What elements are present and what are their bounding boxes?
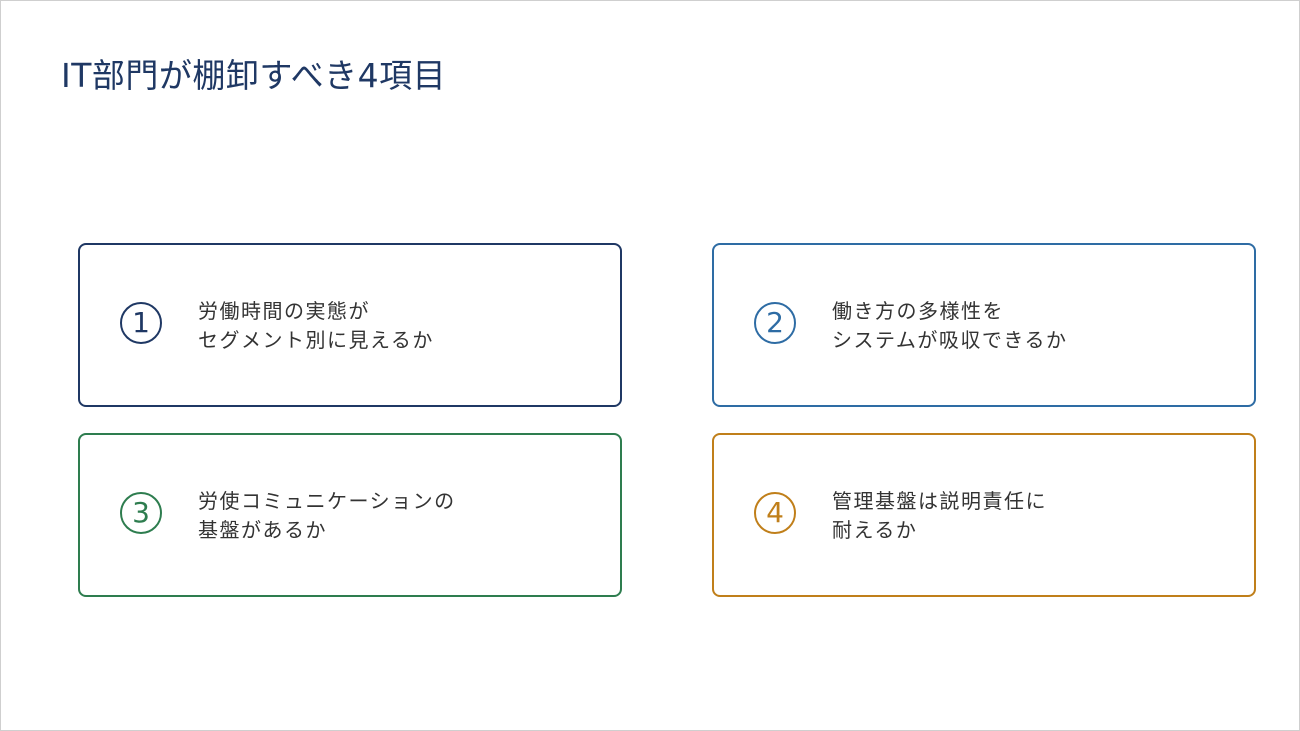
item-text-line: 働き方の多様性を xyxy=(832,299,1004,323)
item-text-line: 労働時間の実態が xyxy=(198,299,370,323)
item-number-2: 2 xyxy=(754,302,796,344)
item-text-1: 労働時間の実態が セグメント別に見えるか xyxy=(198,297,434,355)
item-text-line: セグメント別に見えるか xyxy=(198,328,434,352)
item-card-2: 2 働き方の多様性を システムが吸収できるか xyxy=(712,243,1256,407)
item-number-3: 3 xyxy=(120,492,162,534)
item-text-line: システムが吸収できるか xyxy=(832,328,1068,352)
item-card-3: 3 労使コミュニケーションの 基盤があるか xyxy=(78,433,622,597)
item-text-4: 管理基盤は説明責任に 耐えるか xyxy=(832,487,1047,545)
item-number-1: 1 xyxy=(120,302,162,344)
item-text-line: 労使コミュニケーションの xyxy=(198,489,456,513)
item-card-1: 1 労働時間の実態が セグメント別に見えるか xyxy=(78,243,622,407)
item-text-3: 労使コミュニケーションの 基盤があるか xyxy=(198,487,456,545)
item-card-4: 4 管理基盤は説明責任に 耐えるか xyxy=(712,433,1256,597)
slide-title: IT部門が棚卸すべき4項目 xyxy=(61,56,447,95)
item-number-4: 4 xyxy=(754,492,796,534)
item-text-line: 管理基盤は説明責任に xyxy=(832,489,1047,513)
item-text-line: 耐えるか xyxy=(832,518,918,542)
item-text-line: 基盤があるか xyxy=(198,518,327,542)
item-text-2: 働き方の多様性を システムが吸収できるか xyxy=(832,297,1068,355)
